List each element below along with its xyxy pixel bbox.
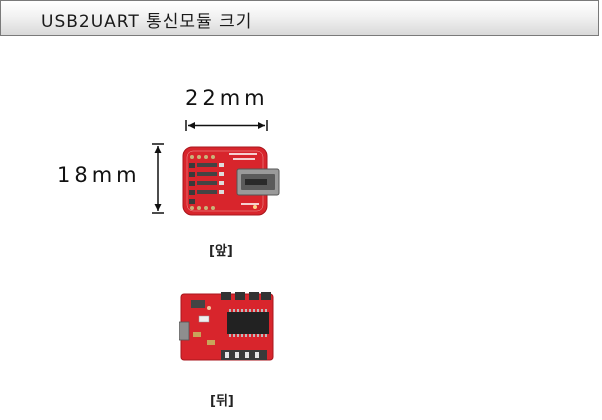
- title-bar: USB2UART 통신모듈 크기: [0, 0, 599, 36]
- back-caption: [뒤]: [210, 394, 234, 409]
- board-front-image: [182, 146, 280, 216]
- width-dimension-label: 22mm: [185, 86, 269, 110]
- height-arrow: [152, 143, 164, 214]
- page-title: USB2UART 통신모듈 크기: [41, 12, 253, 32]
- front-caption: [앞]: [209, 244, 233, 259]
- height-dimension-label: 18mm: [57, 163, 141, 187]
- board-back-image: [179, 292, 274, 361]
- width-arrow: [185, 120, 268, 131]
